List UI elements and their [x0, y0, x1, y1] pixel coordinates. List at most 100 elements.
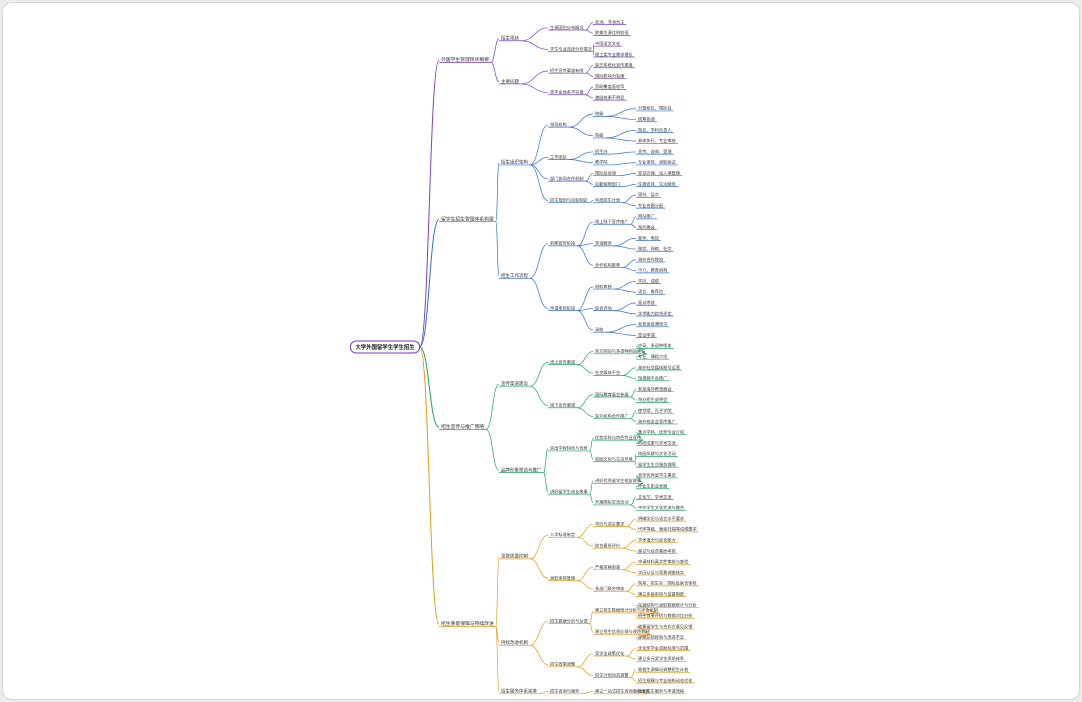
- node-label-level-4[interactable]: 官方网站与多语种网站建设: [595, 348, 646, 355]
- node-label-level-3[interactable]: 招生政策调整: [550, 661, 576, 668]
- node-label-level-4[interactable]: 亚洲、非洲为主: [595, 18, 624, 25]
- node-label-level-1[interactable]: 留学生招生管理体系构建: [441, 215, 494, 222]
- node-label-level-4[interactable]: 开展国际交流活动: [595, 499, 629, 506]
- node-label-level-5[interactable]: 海外展会: [638, 223, 656, 230]
- node-label-level-2[interactable]: 持续改进机制: [501, 639, 528, 646]
- node-label-level-4[interactable]: 建立一站式招生咨询服务体系: [595, 688, 649, 695]
- node-label-level-4[interactable]: 合作机构推荐: [595, 261, 620, 268]
- node-label-level-5[interactable]: 分管校长、国际处: [638, 105, 672, 112]
- node-label-level-5[interactable]: 院长、学科负责人: [638, 126, 672, 133]
- node-label-level-5[interactable]: 语言、推荐信: [638, 288, 663, 295]
- node-label-level-4[interactable]: 国际教育展会参展: [595, 391, 629, 398]
- node-label-level-4[interactable]: 国际影响力有限: [595, 72, 625, 79]
- node-label-level-1[interactable]: 招生宣传与推广策略: [441, 423, 484, 430]
- node-label-level-5[interactable]: 签证办理、出入境管理: [638, 170, 681, 177]
- node-label-level-3[interactable]: 讲好留学生成长故事: [550, 488, 588, 495]
- node-label-level-3[interactable]: 录取审核管理: [550, 574, 576, 581]
- node-label-level-4[interactable]: 欧美生源比例较低: [595, 29, 629, 36]
- node-label-level-5[interactable]: 学术潜力与综合能力: [638, 536, 676, 543]
- node-label-level-4[interactable]: 中国语言文化: [595, 40, 621, 47]
- node-label-level-3[interactable]: 招生咨询与服务: [550, 688, 580, 695]
- node-label-level-5[interactable]: 优化招生服务与申请流程: [638, 688, 685, 695]
- node-label-level-3[interactable]: 入学标准制定: [550, 531, 575, 538]
- node-label-level-2[interactable]: 品牌形象塑造与推广: [501, 466, 542, 473]
- node-label-level-5[interactable]: 学术能力综合评定: [638, 310, 672, 317]
- node-label-level-5[interactable]: 学历、成绩: [638, 277, 660, 284]
- node-label-level-3[interactable]: 突出学校特色与优势: [550, 445, 589, 452]
- node-label-level-4[interactable]: 年度招生计划: [595, 196, 620, 203]
- node-label-level-5[interactable]: 面试与综合素质考核: [638, 547, 677, 554]
- node-label-level-5[interactable]: 住宿安排、生活服务: [638, 180, 677, 187]
- node-label-level-4[interactable]: 综合评估: [595, 304, 612, 311]
- node-label-level-4[interactable]: 招生办: [595, 148, 608, 155]
- node-label-level-5[interactable]: 明确学历与语言水平要求: [638, 515, 685, 522]
- node-label-level-5[interactable]: 根据生源情况调整招生计划: [638, 666, 688, 673]
- node-label-level-4[interactable]: 院级: [595, 132, 604, 139]
- node-label-level-4[interactable]: 奖学金政策优化: [595, 650, 625, 657]
- node-label-level-4[interactable]: 学历与语言要求: [595, 520, 625, 527]
- node-label-level-3[interactable]: 招生规划与目标制定: [550, 196, 588, 203]
- node-label-level-3[interactable]: 领导机构: [550, 121, 567, 128]
- node-label-level-4[interactable]: 综合素质评价: [595, 542, 621, 549]
- node-label-level-4[interactable]: 缺乏系统化宣传渠道: [595, 62, 634, 69]
- node-label-level-4[interactable]: 优势学科与特色专业宣传: [595, 434, 641, 441]
- node-label-level-5[interactable]: 邮件、电话: [638, 234, 659, 241]
- node-label-level-5[interactable]: 优化奖学金资助标准与范围: [638, 644, 688, 651]
- node-label-level-5[interactable]: 毕业生职业发展: [638, 483, 668, 490]
- node-label-level-5[interactable]: 宣传、咨询、受理: [638, 148, 672, 155]
- node-label-level-5[interactable]: 国别、层次: [638, 191, 660, 198]
- node-label-level-5[interactable]: 生源结构与录取数据统计与分析: [638, 601, 697, 608]
- node-label-level-5[interactable]: 微信、网络、社交: [638, 245, 672, 252]
- node-label-level-4[interactable]: 材料审核: [595, 283, 613, 290]
- node-label-level-5[interactable]: 专业审核、录取面试: [638, 159, 677, 166]
- node-label-level-1[interactable]: 招生质量保障与持续改进: [441, 620, 494, 627]
- node-label-level-5[interactable]: 重点学科、优势专业介绍: [638, 429, 684, 436]
- node-label-level-1[interactable]: 外国学生管理现状概要: [441, 56, 489, 63]
- node-label-level-3[interactable]: 学生专业选择分布情况: [550, 45, 593, 52]
- node-label-level-5[interactable]: HSK等级、雅思托福等成绩要求: [638, 526, 698, 533]
- node-label-level-5[interactable]: 科研成果与学术交流: [638, 439, 677, 446]
- node-label-level-4[interactable]: 资助覆盖面较窄: [595, 83, 624, 90]
- root-node-box[interactable]: [349, 340, 421, 354]
- node-label-level-5[interactable]: 申请材料真实性审核与查验: [638, 558, 689, 565]
- node-label-level-3[interactable]: 招生数据分析与反馈: [550, 617, 589, 624]
- node-label-level-5[interactable]: 宣传优秀留学生事迹: [638, 472, 677, 479]
- node-label-level-5[interactable]: 校园风貌与文化活动: [638, 450, 676, 457]
- node-label-level-3[interactable]: 申请审核阶段: [550, 304, 576, 311]
- node-label-level-4[interactable]: 录取: [595, 326, 604, 333]
- node-label-level-2[interactable]: 招生现状: [501, 35, 519, 42]
- node-label-level-5[interactable]: 招生效果评估与数据对比分析: [638, 612, 692, 619]
- node-label-level-5[interactable]: 签证申请: [638, 331, 655, 338]
- node-label-level-5[interactable]: 建立多元奖学金资助体系: [638, 655, 684, 662]
- node-label-level-5[interactable]: 收集留学生与合作方意见反馈: [638, 623, 693, 630]
- node-label-level-4[interactable]: 后勤保障部门: [595, 180, 620, 187]
- node-label-level-3[interactable]: 前期宣传阶段: [550, 240, 576, 247]
- node-label-level-4[interactable]: 严格资格审查: [595, 563, 621, 570]
- node-label-level-5[interactable]: 专业名额分配: [638, 202, 664, 209]
- node-label-level-5[interactable]: 招生规模与专业结构动态优化: [638, 677, 693, 684]
- node-label-level-5[interactable]: 参加海外教育展会: [638, 385, 672, 392]
- node-label-level-4[interactable]: 驻外机构合作推广: [595, 412, 629, 419]
- node-label-level-5[interactable]: 专业、课程介绍: [638, 353, 667, 360]
- node-label-level-5[interactable]: 海外合作院校: [638, 256, 664, 263]
- node-label-level-2[interactable]: 招生工作流程: [501, 272, 528, 279]
- node-label-level-3[interactable]: 生源国别分布情况: [550, 24, 584, 31]
- node-label-level-5[interactable]: 海外社交媒体账号运营: [638, 364, 680, 371]
- node-label-level-5[interactable]: 网站推广: [638, 213, 655, 220]
- node-label-level-5[interactable]: 留学生生活服务保障: [638, 461, 676, 468]
- node-label-level-5[interactable]: 建立多级审核与监督制度: [638, 590, 685, 597]
- node-label-level-5[interactable]: 统筹协调: [638, 116, 655, 123]
- node-label-level-5[interactable]: 使领馆、孔子学院: [638, 407, 672, 414]
- node-label-level-4[interactable]: 多部门联合审核: [595, 585, 625, 592]
- node-label-level-4[interactable]: 招生计划动态调整: [595, 671, 629, 678]
- node-label-level-2[interactable]: 录取质量控制: [501, 553, 528, 560]
- node-label-level-4[interactable]: 社交媒体平台: [595, 369, 620, 376]
- node-label-level-4[interactable]: 讲好优秀留学生校友故事: [595, 477, 641, 484]
- node-label-level-2[interactable]: 招生服务体系完善: [501, 688, 537, 695]
- node-label-level-5[interactable]: 文化节、学术交流: [638, 493, 672, 500]
- node-label-level-3[interactable]: 招生宣传渠道有限: [550, 67, 584, 74]
- node-label-level-5[interactable]: 中英、多语种版本: [638, 342, 672, 349]
- node-label-level-2[interactable]: 主要问题: [501, 78, 519, 85]
- node-label-level-4[interactable]: 校级: [595, 110, 604, 117]
- node-label-level-4[interactable]: 校园文化与生活环境: [595, 456, 633, 463]
